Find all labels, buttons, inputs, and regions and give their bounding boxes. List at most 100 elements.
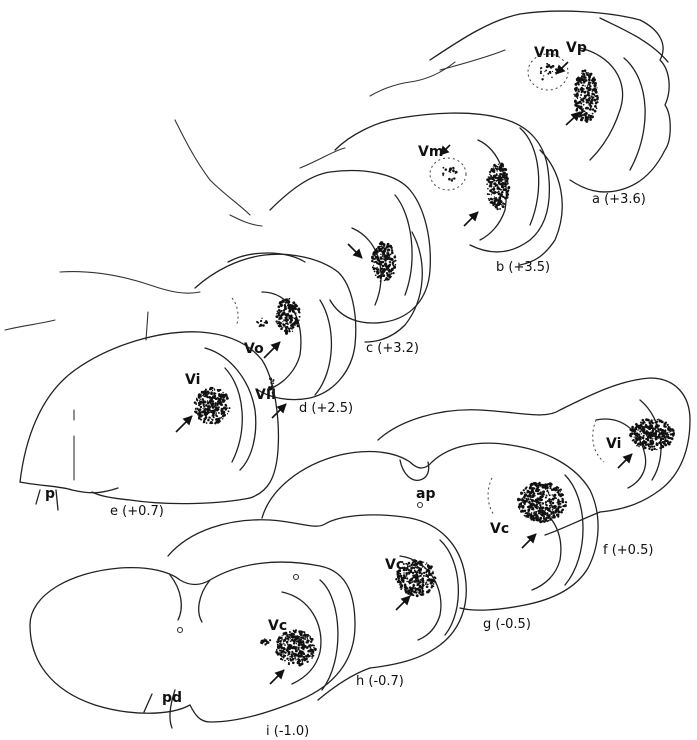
labeled-cell-dot bbox=[279, 315, 280, 316]
labeled-cell-dot bbox=[672, 439, 673, 440]
labeled-cell-dot bbox=[590, 73, 593, 76]
labeled-cell-dot bbox=[427, 577, 429, 579]
labeled-cell-dot bbox=[382, 271, 384, 273]
labeled-cell-dot bbox=[425, 583, 427, 585]
labeled-cell-dot bbox=[303, 649, 304, 650]
labeled-cell-dot bbox=[532, 502, 534, 504]
labeled-cell-dot bbox=[662, 434, 665, 437]
labeled-cell-dot bbox=[218, 406, 220, 408]
labeled-cell-dot bbox=[391, 250, 393, 252]
labeled-cell-dot bbox=[296, 323, 298, 325]
labeled-cell-dot bbox=[549, 502, 551, 504]
labeled-cell-dot bbox=[639, 440, 641, 442]
labeled-cell-dot bbox=[387, 275, 389, 277]
labeled-cell-dot bbox=[408, 562, 411, 565]
labeled-cell-dot bbox=[293, 311, 295, 313]
labeled-cell-dot bbox=[200, 419, 202, 421]
labeled-cell-dot bbox=[586, 74, 588, 76]
labeled-cell-dot bbox=[544, 491, 545, 492]
labeled-cell-dot bbox=[405, 563, 407, 565]
section-label: h (-0.7) bbox=[356, 674, 404, 689]
labeled-cell-dot bbox=[500, 200, 503, 203]
labeled-cell-dot bbox=[500, 195, 502, 197]
labeled-cell-dot bbox=[664, 432, 667, 435]
labeled-cell-dot bbox=[585, 107, 587, 109]
labeled-cell-dot bbox=[416, 573, 418, 575]
labeled-cell-dot bbox=[399, 582, 401, 584]
labeled-cell-dot bbox=[448, 178, 451, 181]
labeled-cell-dot bbox=[261, 640, 263, 642]
labeled-cell-dot bbox=[416, 595, 417, 596]
labeled-cell-dot bbox=[210, 421, 213, 424]
labeled-cell-dot bbox=[589, 103, 591, 105]
labeled-cell-dot bbox=[296, 641, 298, 643]
labeled-cell-dot bbox=[416, 560, 418, 562]
labeled-cell-dot bbox=[539, 510, 542, 513]
labeled-cell-dot bbox=[276, 649, 278, 651]
labeled-cell-dot bbox=[586, 101, 588, 103]
labeled-cell-dot bbox=[311, 656, 312, 657]
labeled-cell-dot bbox=[195, 402, 197, 404]
vm-nucleus-outline bbox=[430, 158, 466, 190]
labeled-cell-dot bbox=[298, 663, 300, 665]
labeled-cell-dot bbox=[659, 441, 661, 443]
labeled-cell-dot bbox=[375, 268, 377, 270]
labeled-cell-dot bbox=[544, 483, 546, 485]
labeled-cell-dot bbox=[489, 171, 491, 173]
labeled-cell-dot bbox=[640, 427, 642, 429]
labeled-cell-dot bbox=[377, 276, 379, 278]
labeled-cell-dot bbox=[278, 319, 280, 321]
labeled-cell-dot bbox=[414, 570, 416, 572]
region-label-vi: Vi bbox=[606, 436, 621, 452]
labeled-cell-dot bbox=[635, 423, 638, 426]
labeled-cell-dot bbox=[665, 426, 667, 428]
labeled-cell-dot bbox=[384, 249, 387, 252]
labeled-cell-dot bbox=[277, 654, 278, 655]
labeled-cell-dot bbox=[376, 249, 378, 251]
labeled-cell-dot bbox=[383, 258, 385, 260]
labeled-cell-dot bbox=[588, 102, 590, 104]
labeled-cell-dot bbox=[641, 433, 642, 434]
labeled-cell-dot bbox=[395, 264, 397, 266]
labeled-cell-dot bbox=[498, 182, 501, 185]
labeled-cell-dot bbox=[215, 414, 217, 416]
labeled-cell-dot bbox=[542, 512, 544, 514]
labeled-cell-dot bbox=[409, 582, 411, 584]
labeled-cell-dot bbox=[501, 181, 503, 183]
section-e-outline bbox=[5, 320, 278, 510]
labeled-cell-dot bbox=[547, 489, 549, 491]
labeled-cell-dot bbox=[419, 575, 420, 576]
arrow bbox=[522, 534, 536, 548]
labeled-cell-dot bbox=[493, 166, 494, 167]
labeled-cell-dot bbox=[532, 507, 533, 508]
labeled-cell-dot bbox=[411, 590, 413, 592]
labeled-cell-dot bbox=[529, 504, 532, 507]
labeled-cell-dot bbox=[279, 650, 281, 652]
labeled-cell-dot bbox=[297, 320, 298, 321]
labeled-cell-dot bbox=[195, 408, 197, 410]
labeled-cell-dot bbox=[392, 264, 394, 266]
section-label: g (-0.5) bbox=[483, 617, 531, 632]
section-a-label: a (+3.6) bbox=[592, 192, 646, 207]
labeled-cell-dot bbox=[586, 90, 588, 92]
labeled-cell-dot bbox=[529, 486, 532, 489]
section-label: b (+3.5) bbox=[496, 260, 550, 275]
labeled-cell-dot bbox=[442, 175, 443, 176]
labeled-cell-dot bbox=[383, 257, 384, 258]
labeled-cell-dot bbox=[643, 435, 645, 437]
labeled-cell-dot bbox=[488, 193, 490, 195]
labeled-cell-dot bbox=[301, 644, 303, 646]
labeled-cell-dot bbox=[285, 637, 287, 639]
labeled-cell-dot bbox=[280, 658, 282, 660]
labeled-cell-dot bbox=[545, 507, 547, 509]
labeled-cell-dot bbox=[452, 169, 454, 171]
labeled-cell-dot bbox=[302, 631, 304, 633]
labeled-cell-dot bbox=[277, 652, 278, 653]
labeled-cell-dot bbox=[410, 567, 413, 570]
labeled-cell-dot bbox=[562, 501, 564, 503]
section-b-label: b (+3.5) Vm bbox=[418, 144, 550, 275]
labeled-cell-dot bbox=[285, 332, 288, 335]
labeled-cell-dot bbox=[310, 641, 312, 643]
labeled-cell-dot bbox=[405, 591, 408, 594]
labeled-cell-dot bbox=[377, 251, 379, 253]
